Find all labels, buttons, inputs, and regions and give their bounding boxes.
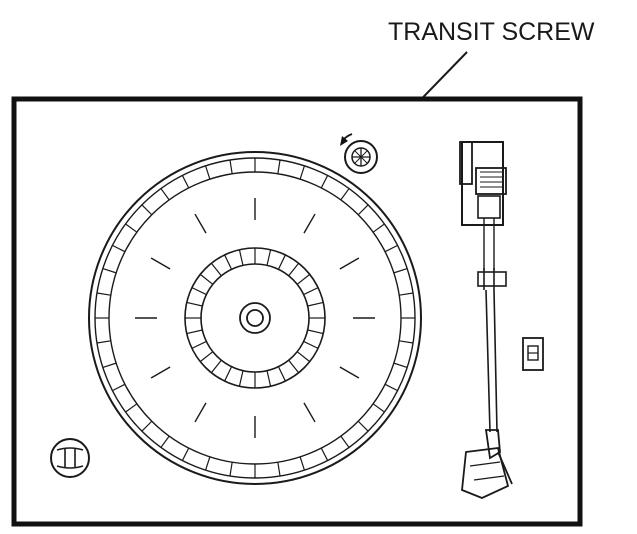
platter-speed-marks [135, 198, 375, 438]
adapter-holder [50, 438, 90, 478]
platter-strobe-marks [95, 158, 415, 478]
tonearm [459, 141, 513, 499]
transit-screw [340, 133, 378, 174]
turntable-plinth [11, 96, 583, 527]
spindle [239, 302, 271, 334]
platter-center-ring [184, 247, 326, 389]
platter [88, 151, 422, 485]
transit-screw-label: TRANSIT SCREW [388, 18, 595, 46]
speed-switch [522, 337, 544, 371]
